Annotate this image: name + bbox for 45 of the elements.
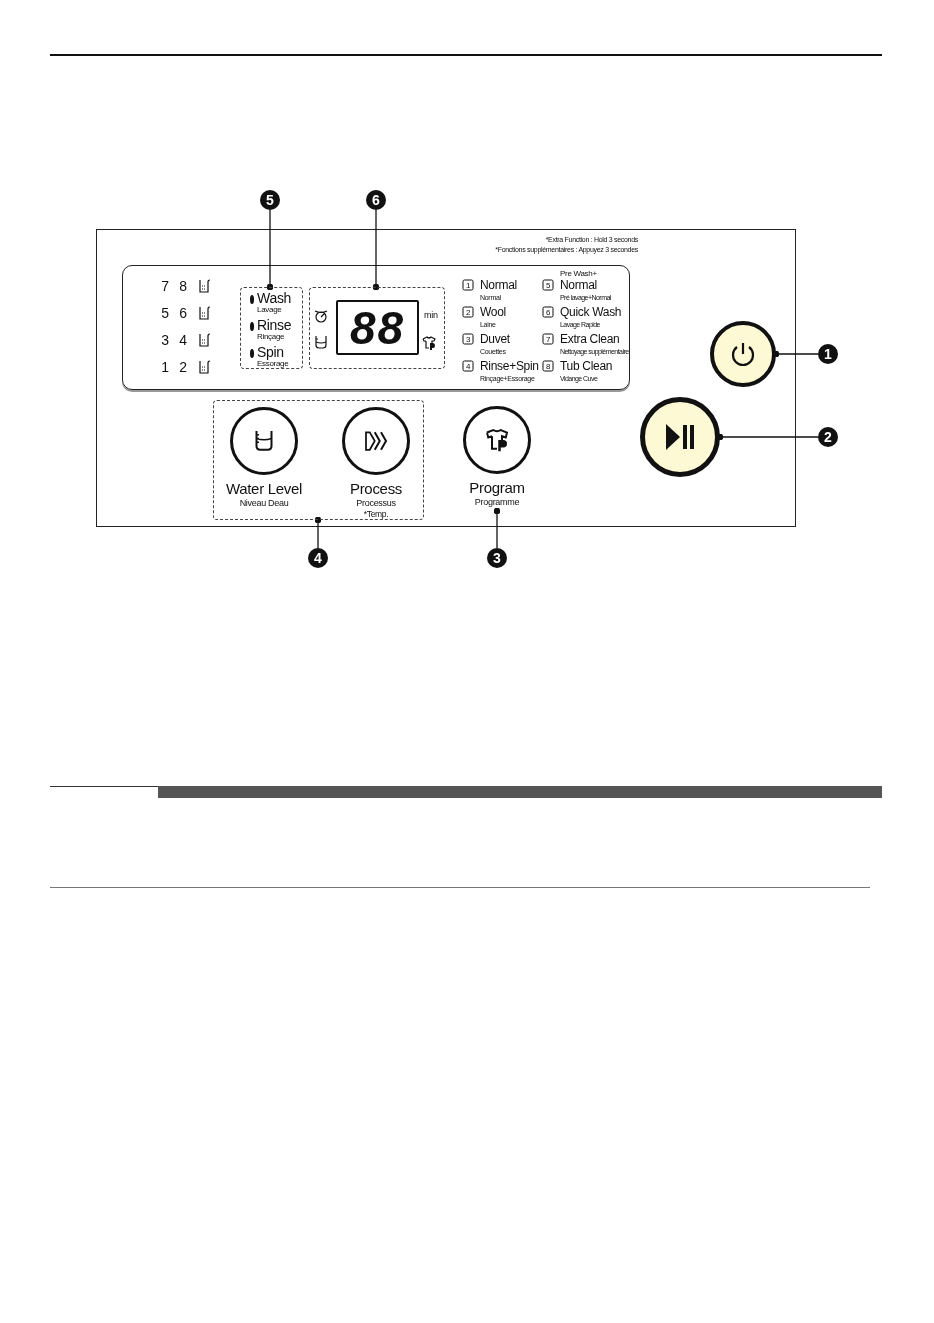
- callout-number: 3: [487, 548, 507, 568]
- button-label: Program: [469, 479, 525, 495]
- leader-line: [493, 507, 501, 549]
- button-sublabel: Niveau Deau: [239, 498, 289, 508]
- water-level-number: 3: [161, 333, 169, 347]
- callout-number: 6: [366, 190, 386, 210]
- dashed-outline-box: [240, 287, 303, 369]
- button-sublabel: Programme: [474, 497, 520, 507]
- cycle-label: Wash: [257, 291, 292, 305]
- program-name: Duvet: [480, 333, 510, 345]
- program-name: Tub Clean: [560, 360, 613, 372]
- digit-display: 88: [336, 300, 419, 355]
- water-level-number: 6: [179, 306, 187, 320]
- water-level-number: 2: [179, 360, 187, 374]
- leader-line: [314, 516, 322, 549]
- leader-line: [266, 209, 274, 291]
- button-sublabel: Processus: [356, 498, 396, 508]
- leader-line: [372, 209, 380, 291]
- dashed-outline-box: [213, 400, 424, 520]
- cycle-label: Rinse: [257, 318, 292, 332]
- water-level-number: 4: [179, 333, 187, 347]
- button-sublabel: *Temp.: [363, 509, 389, 519]
- cycle-sublabel: Lavage: [257, 306, 282, 314]
- callout-number: 2: [818, 427, 838, 447]
- dashed-outline-box: [309, 287, 445, 369]
- program-name: Normal: [560, 279, 597, 291]
- cycle-label: Spin: [257, 345, 284, 359]
- water-level-number: 7: [161, 279, 169, 293]
- callout-number: 4: [308, 548, 328, 568]
- unit-label: min: [424, 310, 438, 320]
- callout-number: 5: [260, 190, 280, 210]
- button-label: Process: [349, 480, 403, 496]
- program-name: Wool: [480, 306, 506, 318]
- water-level-number: 1: [161, 360, 169, 374]
- program-name: Normal: [480, 279, 517, 291]
- callout-number: 1: [818, 344, 838, 364]
- water-level-number: 8: [179, 279, 187, 293]
- program-name: Quick Wash: [560, 306, 622, 318]
- cycle-sublabel: Essorage: [257, 360, 289, 368]
- cycle-sublabel: Rinçage: [257, 333, 285, 341]
- program-prefix: Pre Wash+: [560, 270, 597, 278]
- button-label: Water Level: [225, 480, 303, 496]
- water-level-number: 5: [161, 306, 169, 320]
- program-name: Rinse+Spin: [480, 360, 539, 372]
- program-name: Extra Clean: [560, 333, 620, 345]
